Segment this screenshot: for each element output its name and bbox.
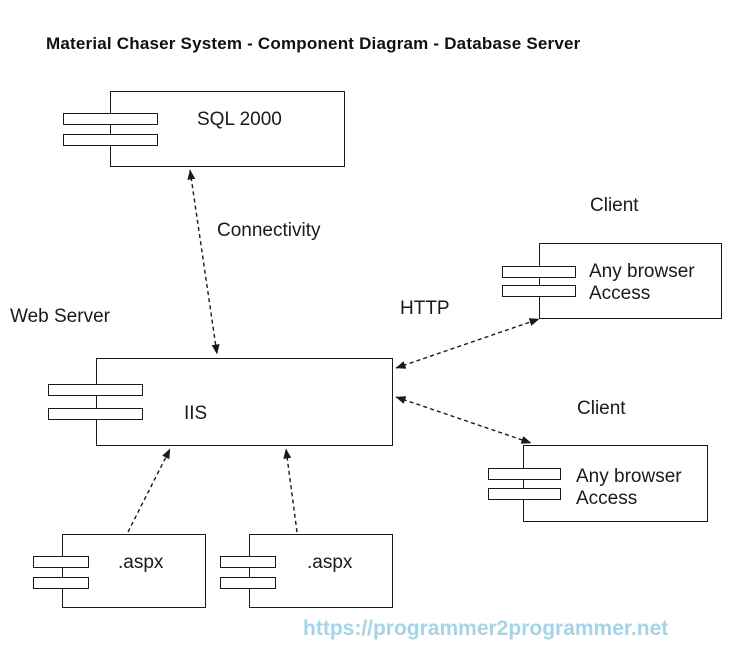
component-tab-icon — [63, 134, 158, 146]
component-tab-icon — [220, 556, 276, 568]
web-server-label: Web Server — [10, 306, 110, 327]
component-tab-icon — [33, 556, 89, 568]
client-top-label: Client — [590, 195, 639, 216]
client-top-line2: Access — [589, 283, 651, 304]
component-client-bottom-text: Any browser Access — [576, 466, 682, 510]
aspx-right-arrow — [283, 448, 298, 533]
component-client-top: Any browser Access — [502, 243, 722, 319]
connectivity-arrow — [187, 169, 220, 355]
component-tab-icon — [502, 285, 576, 297]
component-aspx-right: .aspx — [220, 534, 393, 608]
component-tab-icon — [33, 577, 89, 589]
component-sql2000: SQL 2000 — [63, 91, 345, 167]
component-iis: IIS — [48, 358, 393, 446]
component-tab-icon — [48, 384, 143, 396]
component-tab-icon — [488, 488, 561, 500]
http-arrow-top — [395, 318, 540, 369]
component-client-top-text: Any browser Access — [589, 261, 695, 305]
component-aspx-left-label: .aspx — [118, 552, 164, 573]
component-tab-icon — [220, 577, 276, 589]
component-client-bottom: Any browser Access — [488, 445, 708, 522]
watermark-link[interactable]: https://programmer2programmer.net — [303, 617, 669, 640]
component-sql2000-label: SQL 2000 — [197, 109, 282, 130]
client-bottom-label: Client — [577, 398, 626, 419]
http-label: HTTP — [400, 298, 450, 319]
component-tab-icon — [488, 468, 561, 480]
component-aspx-right-label: .aspx — [307, 552, 353, 573]
component-tab-icon — [502, 266, 576, 278]
component-tab-icon — [48, 408, 143, 420]
aspx-left-arrow — [127, 448, 171, 533]
client-bottom-line1: Any browser — [576, 466, 682, 487]
component-iis-label: IIS — [184, 403, 208, 424]
component-tab-icon — [63, 113, 158, 125]
http-arrow-bottom — [395, 396, 532, 444]
client-bottom-line2: Access — [576, 488, 638, 509]
component-aspx-left: .aspx — [33, 534, 206, 608]
client-top-line1: Any browser — [589, 261, 695, 282]
diagram-title: Material Chaser System - Component Diagr… — [46, 34, 581, 53]
connectivity-label: Connectivity — [217, 220, 321, 241]
